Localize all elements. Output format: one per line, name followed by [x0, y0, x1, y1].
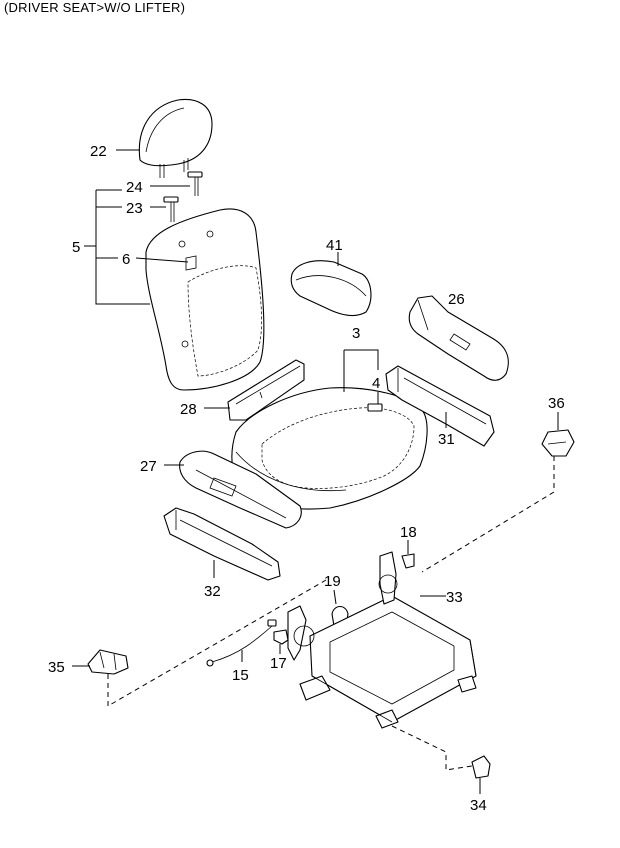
leader-6: [135, 257, 189, 263]
callout-41: 41: [326, 237, 343, 254]
part-36-cap: [541, 429, 575, 457]
part-31-side-bracket: [385, 365, 495, 447]
callout-6: 6: [122, 251, 130, 268]
part-3-seat-cushion: [231, 387, 428, 510]
part-33-seat-track: [287, 551, 477, 729]
callout-19: 19: [324, 573, 341, 590]
part-27-side-shield: [179, 450, 302, 529]
part-22-headrest: [138, 98, 213, 178]
part-5-seat-back: [145, 208, 265, 391]
callout-18: 18: [400, 524, 417, 541]
callout-23: 23: [126, 200, 143, 217]
part-41-armrest: [290, 260, 372, 317]
callout-27: 27: [140, 458, 157, 475]
callout-35: 35: [48, 659, 65, 676]
part-17-bushing: [273, 629, 289, 645]
dash-36: [421, 456, 555, 573]
dash-34: [391, 725, 473, 771]
part-15-cable: [206, 619, 277, 667]
callout-17: 17: [270, 655, 287, 672]
dash-35: [107, 579, 327, 707]
callout-24: 24: [126, 179, 143, 196]
callout-34: 34: [470, 797, 487, 814]
part-18-clip: [401, 553, 415, 569]
bracket-5: [95, 190, 150, 305]
callout-5: 5: [72, 239, 80, 256]
callout-28: 28: [180, 401, 197, 418]
leader-19: [333, 589, 337, 605]
part-35-bracket: [87, 649, 129, 675]
part-26-side-cover: [408, 295, 509, 381]
callout-15: 15: [232, 667, 249, 684]
part-28-front-panel: [227, 359, 305, 421]
callout-4: 4: [372, 375, 380, 392]
callout-33: 33: [446, 589, 463, 606]
part-24-headrest-guide: [187, 171, 203, 196]
callout-3: 3: [352, 325, 360, 342]
callout-31: 31: [438, 431, 455, 448]
callout-32: 32: [204, 583, 221, 600]
diagram-caption: (DRIVER SEAT>W/O LIFTER): [4, 0, 186, 15]
callout-22: 22: [90, 143, 107, 160]
callout-36: 36: [548, 395, 565, 412]
bracket-3-top: [344, 349, 379, 370]
part-32-lower-side-cover: [163, 507, 281, 581]
part-23-headrest-guide: [163, 196, 179, 222]
part-34-cap: [471, 755, 491, 779]
callout-26: 26: [448, 291, 465, 308]
